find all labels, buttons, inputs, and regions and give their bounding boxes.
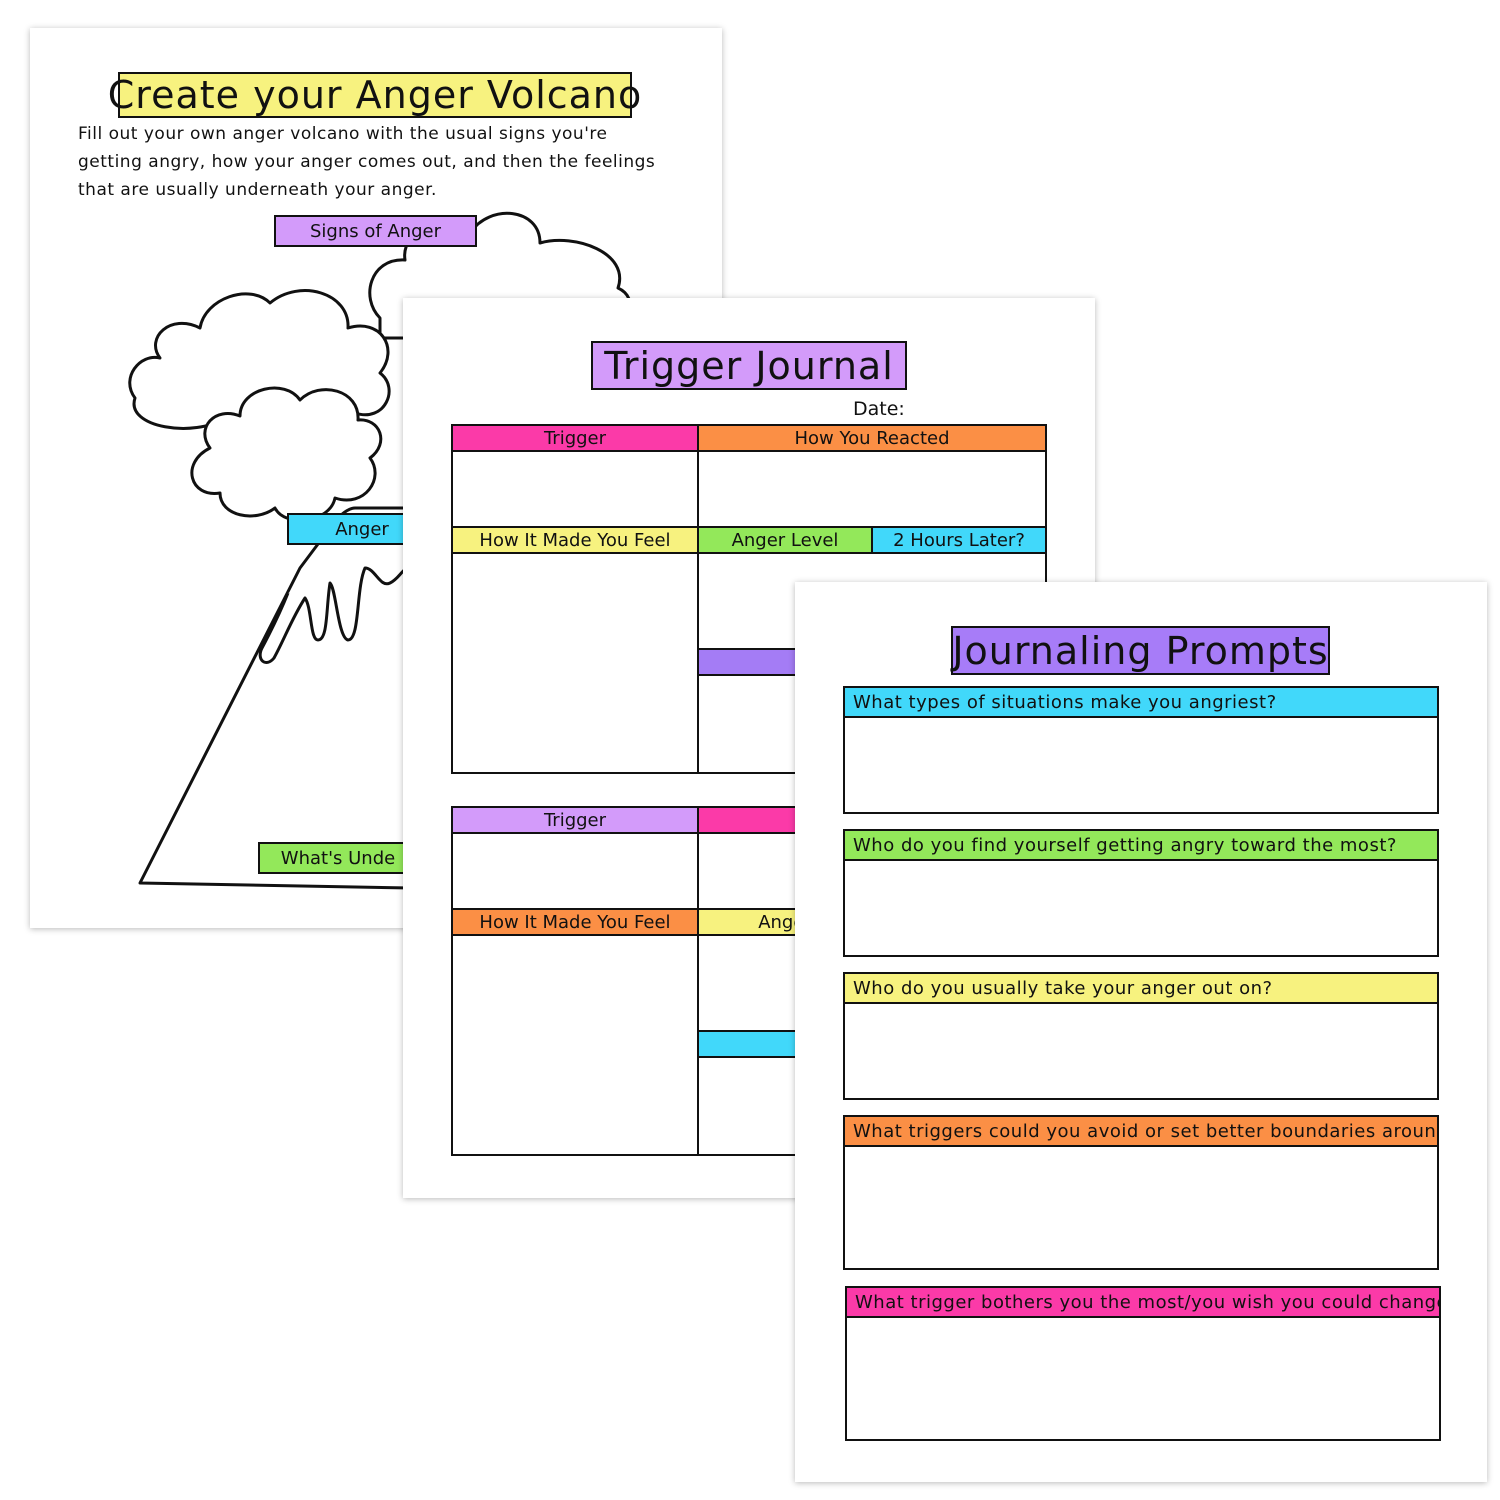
header-trigger: Trigger [451,806,699,834]
volcano-shape [138,506,412,890]
trigger-write-area[interactable] [451,450,699,528]
header-how-it-made-you-feel: How It Made You Feel [451,526,699,554]
page-title: Trigger Journal [591,341,907,390]
prompt-box[interactable]: What triggers could you avoid or set bet… [843,1115,1439,1270]
label-whats-underneath: What's Unde [258,842,418,874]
prompt-box[interactable]: What types of situations make you angrie… [843,686,1439,814]
feel-write-area[interactable] [451,552,699,774]
trigger-write-area[interactable] [451,832,699,910]
date-label: Date: [853,398,905,420]
intro-line: Fill out your own anger volcano with the… [78,124,608,144]
intro-line: that are usually underneath your anger. [78,180,437,200]
lava-drip [258,566,411,664]
header-how-it-made-you-feel: How It Made You Feel [451,908,699,936]
prompt-box[interactable]: What trigger bothers you the most/you wi… [845,1286,1441,1441]
reacted-write-area[interactable] [697,450,1047,528]
prompt-question: What trigger bothers you the most/you wi… [847,1288,1439,1318]
cloud-shape [190,386,383,522]
header-2-hours-later: 2 Hours Later? [871,526,1047,554]
intro-line: getting angry, how your anger comes out,… [78,152,656,172]
page-title: Create your Anger Volcano [107,72,643,118]
prompt-box[interactable]: Who do you usually take your anger out o… [843,972,1439,1100]
page-title: Journaling Prompts [951,626,1330,675]
label-signs-of-anger: Signs of Anger [274,215,477,247]
prompt-box[interactable]: Who do you find yourself getting angry t… [843,829,1439,957]
prompt-question: What triggers could you avoid or set bet… [845,1117,1437,1147]
feel-write-area[interactable] [451,934,699,1156]
prompt-question: What types of situations make you angrie… [845,688,1437,718]
header-anger-level: Anger Level [697,526,873,554]
header-trigger: Trigger [451,424,699,452]
journaling-prompts-page: Journaling Prompts What types of situati… [795,582,1487,1482]
header-how-you-reacted: How You Reacted [697,424,1047,452]
intro-text: Fill out your own anger volcano with the… [78,120,655,204]
prompt-question: Who do you usually take your anger out o… [845,974,1437,1004]
prompt-question: Who do you find yourself getting angry t… [845,831,1437,861]
